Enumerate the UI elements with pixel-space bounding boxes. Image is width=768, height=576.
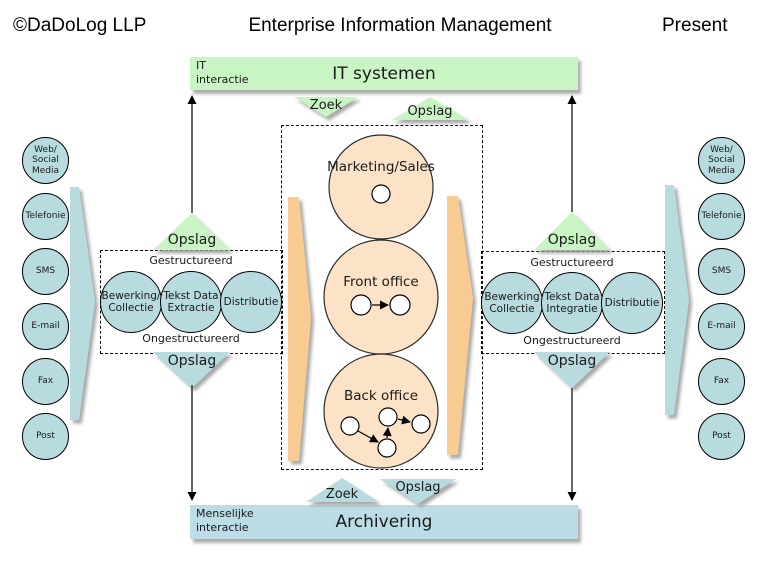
front-node-2 (389, 294, 411, 316)
channel-web-social-media-right: Web/ Social Media (698, 137, 745, 184)
left-opslag-up-triangle (153, 213, 230, 250)
channel-post-right: Post (698, 413, 745, 460)
top-zoek-label: Zoek (309, 98, 343, 113)
left-flow-chevron (70, 187, 95, 420)
back-node-1 (340, 416, 360, 436)
header-present-label: Present (662, 15, 728, 36)
it-interaction-label: IT interactie (196, 59, 249, 86)
channel-sms-right: SMS (698, 248, 745, 295)
front-office-circle (323, 239, 439, 355)
process-bewerking-collectie-left: Bewerking/ Collectie (100, 271, 162, 333)
left-opslag-down-triangle (153, 352, 230, 388)
right-opslag-down-label: Opslag (547, 353, 597, 369)
channel-web-social-media-left: Web/ Social Media (22, 137, 69, 184)
process-distributie-left: Distributie (220, 271, 282, 333)
right-structured-label: Gestructureerd (530, 256, 614, 269)
bottom-zoek-label: Zoek (325, 487, 359, 502)
page-title: Enterprise Information Management (248, 15, 552, 36)
copyright-text: ©DaDoLog LLP (13, 15, 147, 36)
back-office-label: Back office (343, 388, 419, 404)
top-zoek-triangle (294, 97, 358, 117)
center-left-flow-chevron (288, 197, 311, 461)
top-opslag-label: Opslag (407, 104, 453, 119)
archiving-label: Archivering (335, 512, 433, 532)
left-structured-label: Gestructureerd (149, 254, 233, 267)
marketing-sales-label: Marketing/Sales (327, 159, 435, 175)
right-opslag-up-triangle (534, 212, 610, 250)
channel-telefonie-left: Telefonie (22, 193, 69, 240)
left-unstructured-label: Ongestructureerd (142, 332, 240, 345)
left-opslag-up-label: Opslag (167, 232, 217, 248)
front-node-1 (350, 294, 372, 316)
process-tekst-data-extractie: Tekst Data Extractie (160, 271, 222, 333)
right-opslag-down-triangle (534, 352, 610, 388)
back-arrow-3 (397, 415, 411, 425)
back-node-2 (377, 438, 397, 458)
right-flow-chevron (665, 185, 689, 415)
front-office-label: Front office (343, 274, 419, 290)
it-systems-label: IT systemen (332, 63, 436, 84)
channel-email-right: E-mail (698, 303, 745, 350)
center-right-flow-chevron (447, 196, 473, 455)
channel-sms-left: SMS (22, 248, 69, 295)
channel-post-left: Post (22, 413, 69, 460)
back-node-4 (411, 414, 431, 434)
back-arrow-1 (357, 430, 379, 443)
process-tekst-data-integratie: Tekst Data Integratie (541, 272, 603, 334)
channel-email-left: E-mail (22, 303, 69, 350)
channel-fax-right: Fax (698, 358, 745, 405)
left-opslag-down-label: Opslag (167, 353, 217, 369)
archiving-bar: Menselijke interactie Archivering (190, 505, 578, 539)
back-node-3 (378, 407, 398, 427)
top-opslag-triangle (392, 97, 469, 120)
process-bewerking-collectie-right: Bewerking Collectie (481, 272, 543, 334)
right-opslag-up-label: Opslag (547, 232, 597, 248)
right-unstructured-label: Ongestructureerd (523, 334, 621, 347)
channel-telefonie-right: Telefonie (698, 193, 745, 240)
process-distributie-right: Distributie (601, 272, 663, 334)
bottom-opslag-triangle (380, 479, 456, 504)
back-arrow-2 (382, 427, 392, 439)
human-interaction-label: Menselijke interactie (196, 507, 254, 534)
marketing-node (371, 184, 391, 204)
bottom-zoek-triangle (306, 478, 379, 502)
channel-fax-left: Fax (22, 358, 69, 405)
it-systems-bar: IT interactie IT systemen (190, 57, 578, 90)
bottom-opslag-label: Opslag (395, 480, 441, 495)
